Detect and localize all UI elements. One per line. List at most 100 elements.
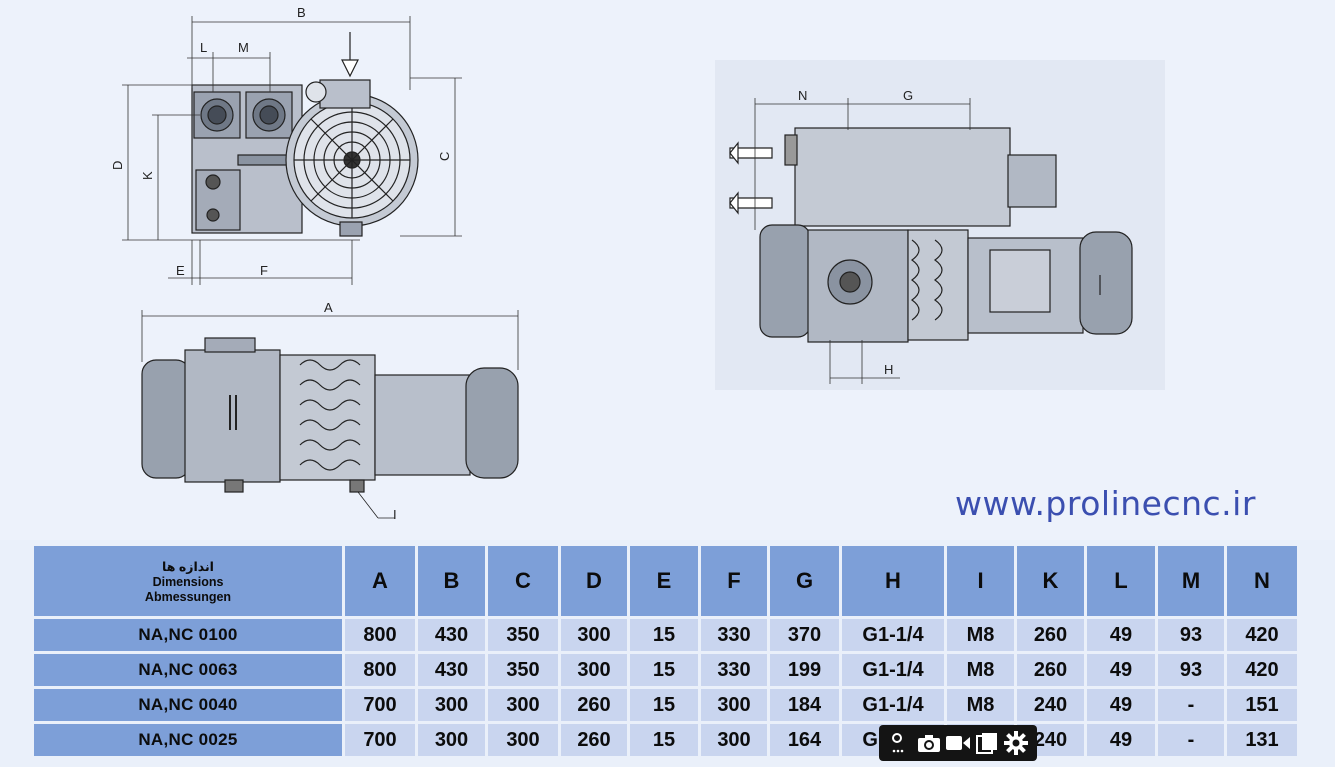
column-header: K — [1017, 546, 1084, 616]
table-row: NA,NC 0040 700 300 300 260 15 300 184 G1… — [34, 689, 1297, 721]
model-cell: NA,NC 0063 — [34, 654, 342, 686]
value-cell: 300 — [561, 619, 627, 651]
side-view-labels: A I — [324, 300, 397, 522]
value-cell: 15 — [630, 724, 698, 756]
top-view-drawing — [715, 60, 1165, 390]
dim-label-i: I — [393, 507, 397, 522]
table-header-row: اندازه ها Dimensions Abmessungen A B C D… — [34, 546, 1297, 616]
value-cell: - — [1158, 689, 1224, 721]
column-header: D — [561, 546, 627, 616]
table-header-label: اندازه ها Dimensions Abmessungen — [34, 546, 342, 616]
value-cell: 350 — [488, 654, 558, 686]
value-cell: 15 — [630, 654, 698, 686]
value-cell: 420 — [1227, 619, 1297, 651]
value-cell: 164 — [770, 724, 839, 756]
column-header: N — [1227, 546, 1297, 616]
value-cell: 700 — [345, 689, 415, 721]
dim-label-l: L — [200, 40, 207, 55]
dim-label-c: C — [437, 152, 452, 161]
side-view-drawing — [141, 337, 519, 519]
value-cell: 300 — [701, 724, 767, 756]
model-cell: NA,NC 0100 — [34, 619, 342, 651]
value-cell: 49 — [1087, 619, 1155, 651]
value-cell: - — [1158, 724, 1224, 756]
video-icon[interactable] — [945, 730, 971, 756]
dim-label-k: K — [140, 171, 155, 180]
value-cell: 430 — [418, 654, 485, 686]
value-cell: 15 — [630, 619, 698, 651]
pin-icon[interactable] — [887, 730, 913, 756]
value-cell: 300 — [561, 654, 627, 686]
model-cell: NA,NC 0040 — [34, 689, 342, 721]
header-line-persian: اندازه ها — [162, 559, 214, 574]
value-cell: M8 — [947, 619, 1014, 651]
front-view-drawing — [191, 32, 419, 237]
dim-label-b: B — [297, 5, 306, 20]
value-cell: M8 — [947, 689, 1014, 721]
pump-drawings-svg: B L M D K C E F — [110, 5, 1165, 522]
top-view-labels: N G H — [798, 88, 913, 377]
value-cell: 131 — [1227, 724, 1297, 756]
top-view-dimensions — [754, 98, 971, 384]
value-cell: 260 — [1017, 654, 1084, 686]
dim-label-g: G — [903, 88, 913, 103]
value-cell: 15 — [630, 689, 698, 721]
value-cell: 240 — [1017, 689, 1084, 721]
value-cell: 330 — [701, 654, 767, 686]
value-cell: 300 — [418, 724, 485, 756]
value-cell: 151 — [1227, 689, 1297, 721]
dim-label-n: N — [798, 88, 807, 103]
copy-icon[interactable] — [974, 730, 1000, 756]
table-row: NA,NC 0063 800 430 350 300 15 330 199 G1… — [34, 654, 1297, 686]
technical-drawing: B L M D K C E F — [110, 5, 1165, 522]
value-cell: 300 — [488, 724, 558, 756]
camera-icon[interactable] — [916, 730, 942, 756]
front-view-dimensions — [122, 16, 462, 285]
gear-icon[interactable] — [1003, 730, 1029, 756]
value-cell: 370 — [770, 619, 839, 651]
value-cell: 800 — [345, 619, 415, 651]
value-cell: 700 — [345, 724, 415, 756]
value-cell: 300 — [701, 689, 767, 721]
column-header: I — [947, 546, 1014, 616]
screenshot-toolbar — [879, 725, 1037, 761]
value-cell: G1-1/4 — [842, 654, 944, 686]
value-cell: 350 — [488, 619, 558, 651]
side-view-dimensions — [141, 310, 519, 370]
value-cell: 260 — [561, 689, 627, 721]
header-line-english: Dimensions — [152, 574, 224, 589]
website-url: www.prolinecnc.ir — [955, 484, 1256, 523]
column-header: E — [630, 546, 698, 616]
dim-label-d: D — [110, 161, 125, 170]
value-cell: 49 — [1087, 689, 1155, 721]
front-view-labels: B L M D K C E F — [110, 5, 452, 278]
value-cell: 300 — [418, 689, 485, 721]
model-cell: NA,NC 0025 — [34, 724, 342, 756]
dim-label-e: E — [176, 263, 185, 278]
value-cell: 430 — [418, 619, 485, 651]
dim-label-m: M — [238, 40, 249, 55]
dim-label-f: F — [260, 263, 268, 278]
dim-label-h: H — [884, 362, 893, 377]
column-header: B — [418, 546, 485, 616]
value-cell: M8 — [947, 654, 1014, 686]
column-header: G — [770, 546, 839, 616]
value-cell: G1-1/4 — [842, 689, 944, 721]
column-header: A — [345, 546, 415, 616]
value-cell: 49 — [1087, 724, 1155, 756]
value-cell: 184 — [770, 689, 839, 721]
value-cell: 800 — [345, 654, 415, 686]
header-line-german: Abmessungen — [144, 589, 232, 604]
value-cell: 49 — [1087, 654, 1155, 686]
value-cell: 420 — [1227, 654, 1297, 686]
column-header: C — [488, 546, 558, 616]
value-cell: 199 — [770, 654, 839, 686]
column-header: M — [1158, 546, 1224, 616]
value-cell: G1-1/4 — [842, 619, 944, 651]
value-cell: 93 — [1158, 619, 1224, 651]
value-cell: 300 — [488, 689, 558, 721]
dim-label-a: A — [324, 300, 333, 315]
value-cell: 260 — [1017, 619, 1084, 651]
value-cell: 93 — [1158, 654, 1224, 686]
value-cell: 330 — [701, 619, 767, 651]
